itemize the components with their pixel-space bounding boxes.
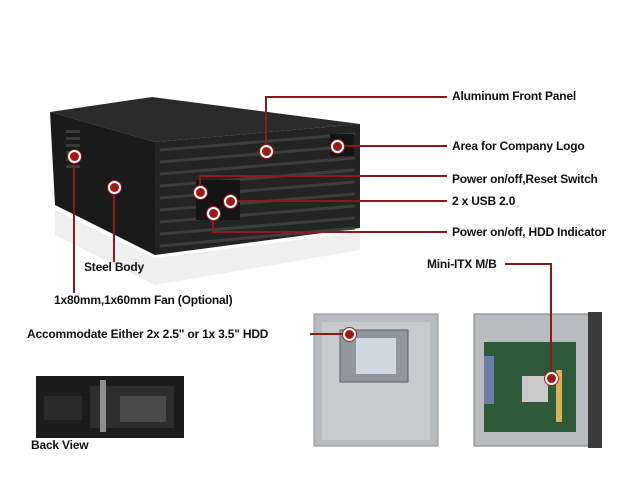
mb-io-ports	[484, 356, 494, 404]
chassis-top	[50, 97, 360, 142]
callout-line-hdd	[310, 333, 348, 335]
callout-dot-power-reset	[194, 186, 207, 199]
callout-line-front-panel-v	[265, 96, 267, 150]
back-view-slot	[100, 380, 106, 432]
hdd-drive-label	[356, 338, 396, 374]
front-vents	[159, 132, 356, 248]
callout-line-power-reset-h	[199, 175, 447, 177]
mb-chassis-side	[588, 312, 602, 448]
callout-line-usb	[229, 200, 447, 202]
label-power-reset: Power on/off,Reset Switch	[452, 172, 598, 186]
callout-line-mini-itx-h	[505, 263, 551, 265]
back-view-ports	[44, 396, 82, 420]
label-back-view: Back View	[31, 438, 89, 452]
callout-line-fan	[73, 155, 75, 293]
callout-dot-logo	[331, 140, 344, 153]
callout-line-power-reset-v	[199, 175, 201, 189]
label-hdd: Accommodate Either 2x 2.5" or 1x 3.5" HD…	[27, 327, 269, 341]
label-front-panel: Aluminum Front Panel	[452, 89, 577, 103]
callout-dot-mini-itx	[545, 372, 558, 385]
callout-line-power-hdd-h	[212, 231, 447, 233]
label-company-logo: Area for Company Logo	[452, 139, 585, 153]
callout-dot-usb	[224, 195, 237, 208]
chassis-side	[50, 112, 155, 255]
mb-cpu-socket	[522, 376, 548, 402]
callout-dot-front-panel	[260, 145, 273, 158]
callout-line-steel-body	[113, 186, 115, 262]
label-power-hdd: Power on/off, HDD Indicator	[452, 225, 606, 239]
callout-dot-power-hdd	[207, 207, 220, 220]
callout-line-front-panel-h	[265, 96, 447, 98]
callout-line-logo	[336, 145, 447, 147]
callout-line-mini-itx-v	[550, 263, 552, 377]
label-mini-itx: Mini-ITX M/B	[427, 257, 497, 271]
mb-ram-slot	[556, 370, 562, 422]
back-view-card	[120, 396, 166, 422]
label-usb: 2 x USB 2.0	[452, 194, 516, 208]
callout-dot-fan	[68, 150, 81, 163]
chassis-reflection	[55, 210, 360, 285]
callout-dot-hdd	[343, 328, 356, 341]
label-fan: 1x80mm,1x60mm Fan (Optional)	[54, 293, 233, 307]
callout-dot-steel-body	[108, 181, 121, 194]
label-steel-body: Steel Body	[84, 260, 145, 274]
callout-line-power-hdd-v	[212, 212, 214, 232]
